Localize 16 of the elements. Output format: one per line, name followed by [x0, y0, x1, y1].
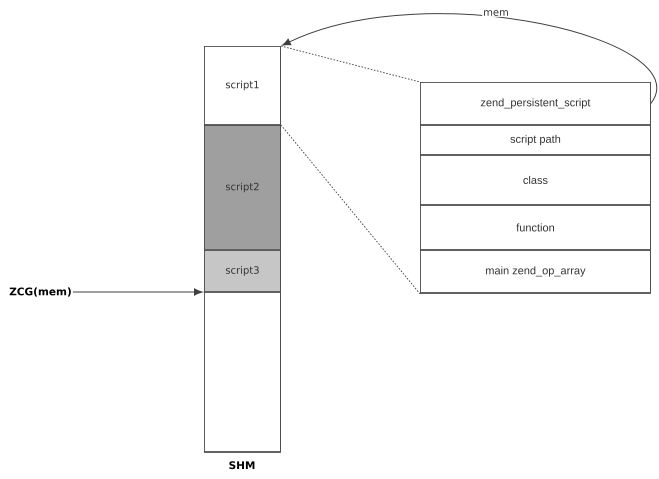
node-label: SHM [229, 461, 254, 470]
zoom-line [280, 124, 420, 294]
arrow [72, 288, 203, 296]
memory-block: script2 [204, 125, 281, 250]
pointer-label: ZCG(mem) [10, 287, 71, 297]
free-space [204, 292, 281, 452]
field-row: zend_persistent_script [420, 82, 651, 125]
memory-block: script3 [204, 250, 281, 292]
arrow [282, 14, 658, 104]
edge-label: mem [482, 9, 510, 17]
field-row: main zend_op_array [420, 250, 651, 293]
memory-block: script1 [204, 46, 281, 125]
zoom-line [280, 46, 420, 82]
field-row: class [420, 155, 651, 205]
field-row: function [420, 205, 651, 250]
field-row: script path [420, 125, 651, 155]
